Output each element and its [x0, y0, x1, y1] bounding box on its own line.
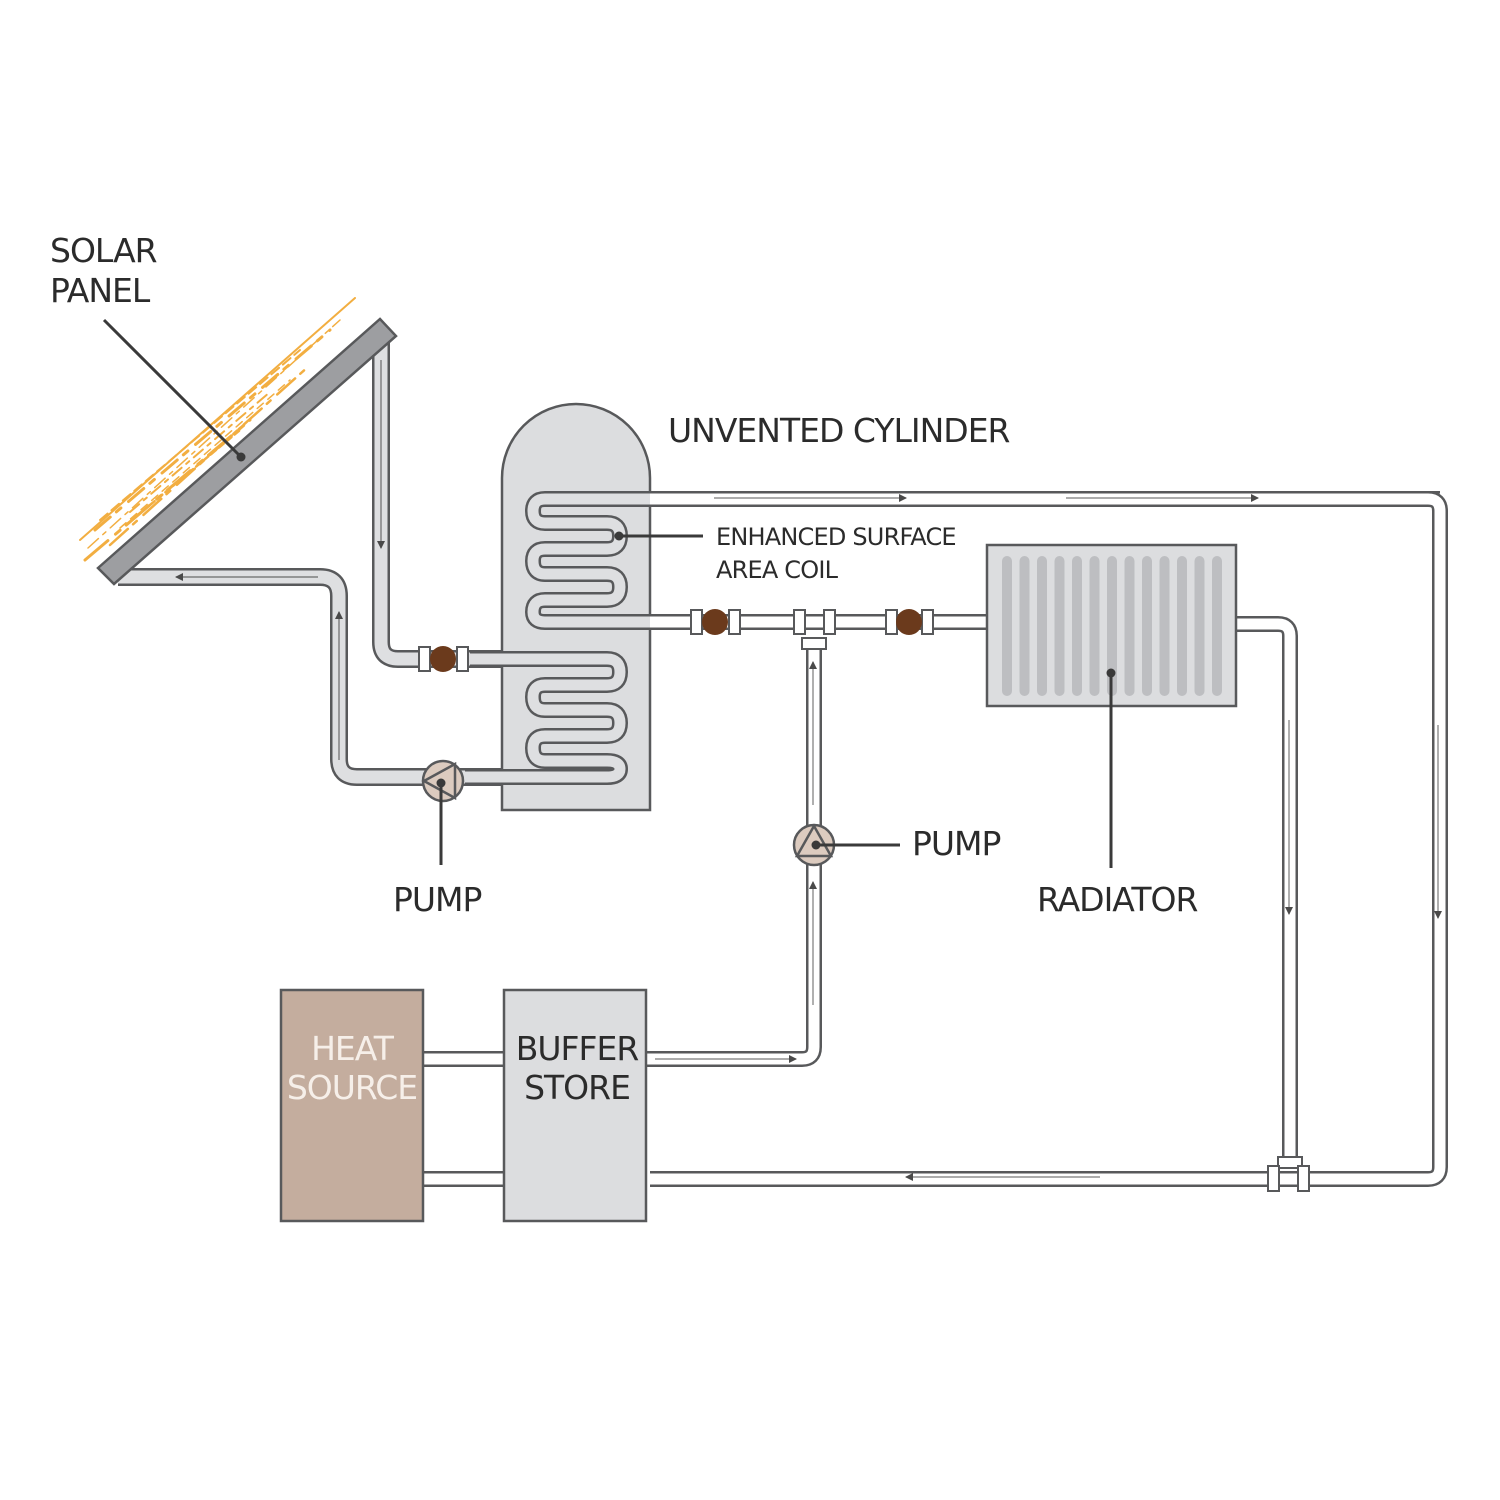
radiator-label: RADIATOR [1037, 880, 1197, 919]
buffer-store [502, 988, 648, 1223]
heat-source-label-line1: HEAT [311, 1029, 395, 1068]
radiator-fin [1072, 556, 1082, 696]
solar-valve [418, 646, 469, 672]
solar-coil [465, 651, 628, 785]
heating-pump-icon [792, 823, 900, 867]
radiator-fin [1054, 556, 1065, 696]
radiator-fin [1089, 556, 1100, 696]
coil-label-line1: ENHANCED SURFACE [716, 523, 956, 551]
sun-rays [79, 297, 356, 562]
radiator-fin [1002, 556, 1012, 696]
radiator-fin [1124, 556, 1135, 696]
solar-panel-label-line2: PANEL [50, 271, 151, 310]
radiator-fin [1212, 556, 1222, 696]
heat-source [279, 988, 425, 1223]
unvented-cylinder-label: UNVENTED CYLINDER [668, 411, 1010, 450]
solar-pump-icon [421, 759, 465, 865]
coil-label-line2: AREA COIL [716, 556, 839, 584]
buffer-store-label-line1: BUFFER [516, 1029, 639, 1068]
heating-pump-label: PUMP [912, 824, 1001, 863]
solar-panel-label-line1: SOLAR [50, 231, 157, 270]
radiator-fin [1194, 556, 1205, 696]
leader-lines [102, 318, 703, 541]
radiator-fin [1107, 556, 1117, 696]
heating-flow-arrows [655, 494, 1442, 1181]
solar-loop-pipes [118, 330, 520, 786]
radiator-valve [885, 609, 934, 635]
radiator [985, 543, 1238, 868]
return-tee-fitting [1267, 1156, 1310, 1192]
tee-fitting [793, 609, 836, 650]
solar-panel [96, 317, 398, 586]
heat-source-label-line2: SOURCE [287, 1068, 417, 1107]
buffer-store-label-line2: STORE [524, 1068, 630, 1107]
radiator-fin [1037, 556, 1047, 696]
radiator-fin [1019, 556, 1030, 696]
radiator-fin [1177, 556, 1187, 696]
radiator-fin [1142, 556, 1152, 696]
cylinder-valve [690, 609, 741, 635]
radiator-fins [1002, 556, 1222, 696]
solar-pump-label: PUMP [393, 880, 482, 919]
radiator-fin [1159, 556, 1170, 696]
enhanced-surface-area-coil [525, 491, 1440, 630]
